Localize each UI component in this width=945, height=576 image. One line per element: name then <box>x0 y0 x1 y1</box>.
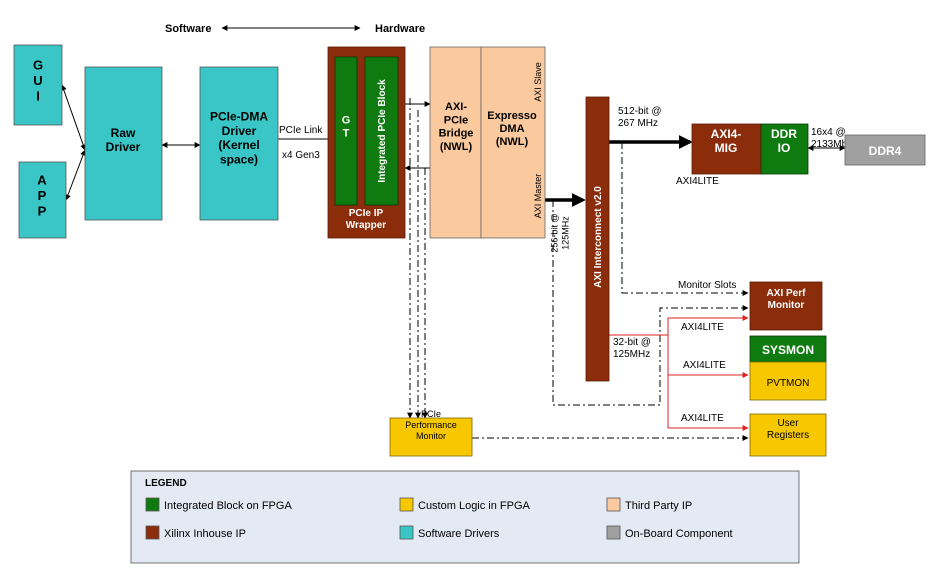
axi-master-text: AXI Master <box>533 174 543 219</box>
axi4-mig-block <box>691 123 762 175</box>
sysmon-text: SYSMON <box>762 343 814 357</box>
integrated-pcie-block <box>364 56 399 206</box>
axi4lite-label-2: AXI4LITE <box>683 360 726 371</box>
integrated-pcie-text: Integrated PCIe Block <box>377 79 388 183</box>
hardware-label: Hardware <box>375 23 425 35</box>
axi-slave-text: AXI Slave <box>533 62 543 102</box>
expresso-dma-block <box>480 46 546 239</box>
legend-label: On-Board Component <box>625 528 733 540</box>
legend-swatch <box>606 525 621 540</box>
axi4lite-label-3: AXI4LITE <box>681 413 724 424</box>
legend-box <box>130 470 800 564</box>
legend-title: LEGEND <box>145 478 187 489</box>
user-registers-block <box>749 413 827 457</box>
legend: LEGEND Integrated Block on FPGA Custom Lo… <box>130 470 800 564</box>
raw-driver-block <box>84 66 163 221</box>
software-hardware-header: Software Hardware <box>165 23 425 35</box>
software-label: Software <box>165 23 211 35</box>
connectors <box>60 84 846 441</box>
x4-gen3-label: x4 Gen3 <box>282 150 320 161</box>
axi4-mig-text: AXI4-MIG <box>711 127 742 155</box>
axi-interconnect-text: AXI Interconnect v2.0 <box>593 186 604 288</box>
legend-items: Integrated Block on FPGA Custom Logic in … <box>145 497 733 540</box>
legend-swatch <box>145 525 160 540</box>
pcie-dma-driver-block <box>199 66 279 221</box>
legend-swatch <box>145 497 160 512</box>
ddr4-text: DDR4 <box>869 144 902 158</box>
gui-raw-link <box>60 84 87 151</box>
monitor-slot-512 <box>621 142 749 296</box>
legend-swatch <box>606 497 621 512</box>
gui-block <box>13 44 63 126</box>
axi-pcie-bridge-block <box>429 46 482 239</box>
axi4lite-mig-label: AXI4LITE <box>676 176 719 187</box>
pvtmon-text: PVTMON <box>767 378 810 389</box>
monitor-slots-label: Monitor Slots <box>678 280 736 291</box>
ddr4-block <box>844 134 926 166</box>
legend-label: Integrated Block on FPGA <box>164 500 292 512</box>
legend-label: Third Party IP <box>625 500 692 512</box>
axi-perf-monitor-block <box>749 281 823 331</box>
bus-16x4-label: 16x4 @2133Mbps <box>811 127 858 150</box>
axi-interconnect-block <box>585 96 610 382</box>
legend-swatch <box>399 497 414 512</box>
legend-label: Custom Logic in FPGA <box>418 500 531 512</box>
legend-label: Software Drivers <box>418 528 500 540</box>
gt-block <box>334 56 358 206</box>
pcie-perf-monitor-block <box>389 417 473 457</box>
pcie-link-label: PCIe Link <box>279 125 323 136</box>
monitor-slot-256 <box>552 200 749 406</box>
axi4lite-label-1: AXI4LITE <box>681 322 724 333</box>
bus-32-label: 32-bit @125MHz <box>613 337 651 360</box>
legend-swatch <box>399 525 414 540</box>
ddr-io-block <box>760 123 809 175</box>
bus-256-label: 256-bit @125MHz <box>550 213 571 252</box>
axi4lite-perf-monitor <box>667 315 749 335</box>
pvtmon-block <box>749 361 827 401</box>
app-raw-link <box>65 149 86 201</box>
legend-label: Xilinx Inhouse IP <box>164 528 246 540</box>
app-block <box>18 161 67 239</box>
bus-512-label: 512-bit @267 MHz <box>618 106 662 129</box>
